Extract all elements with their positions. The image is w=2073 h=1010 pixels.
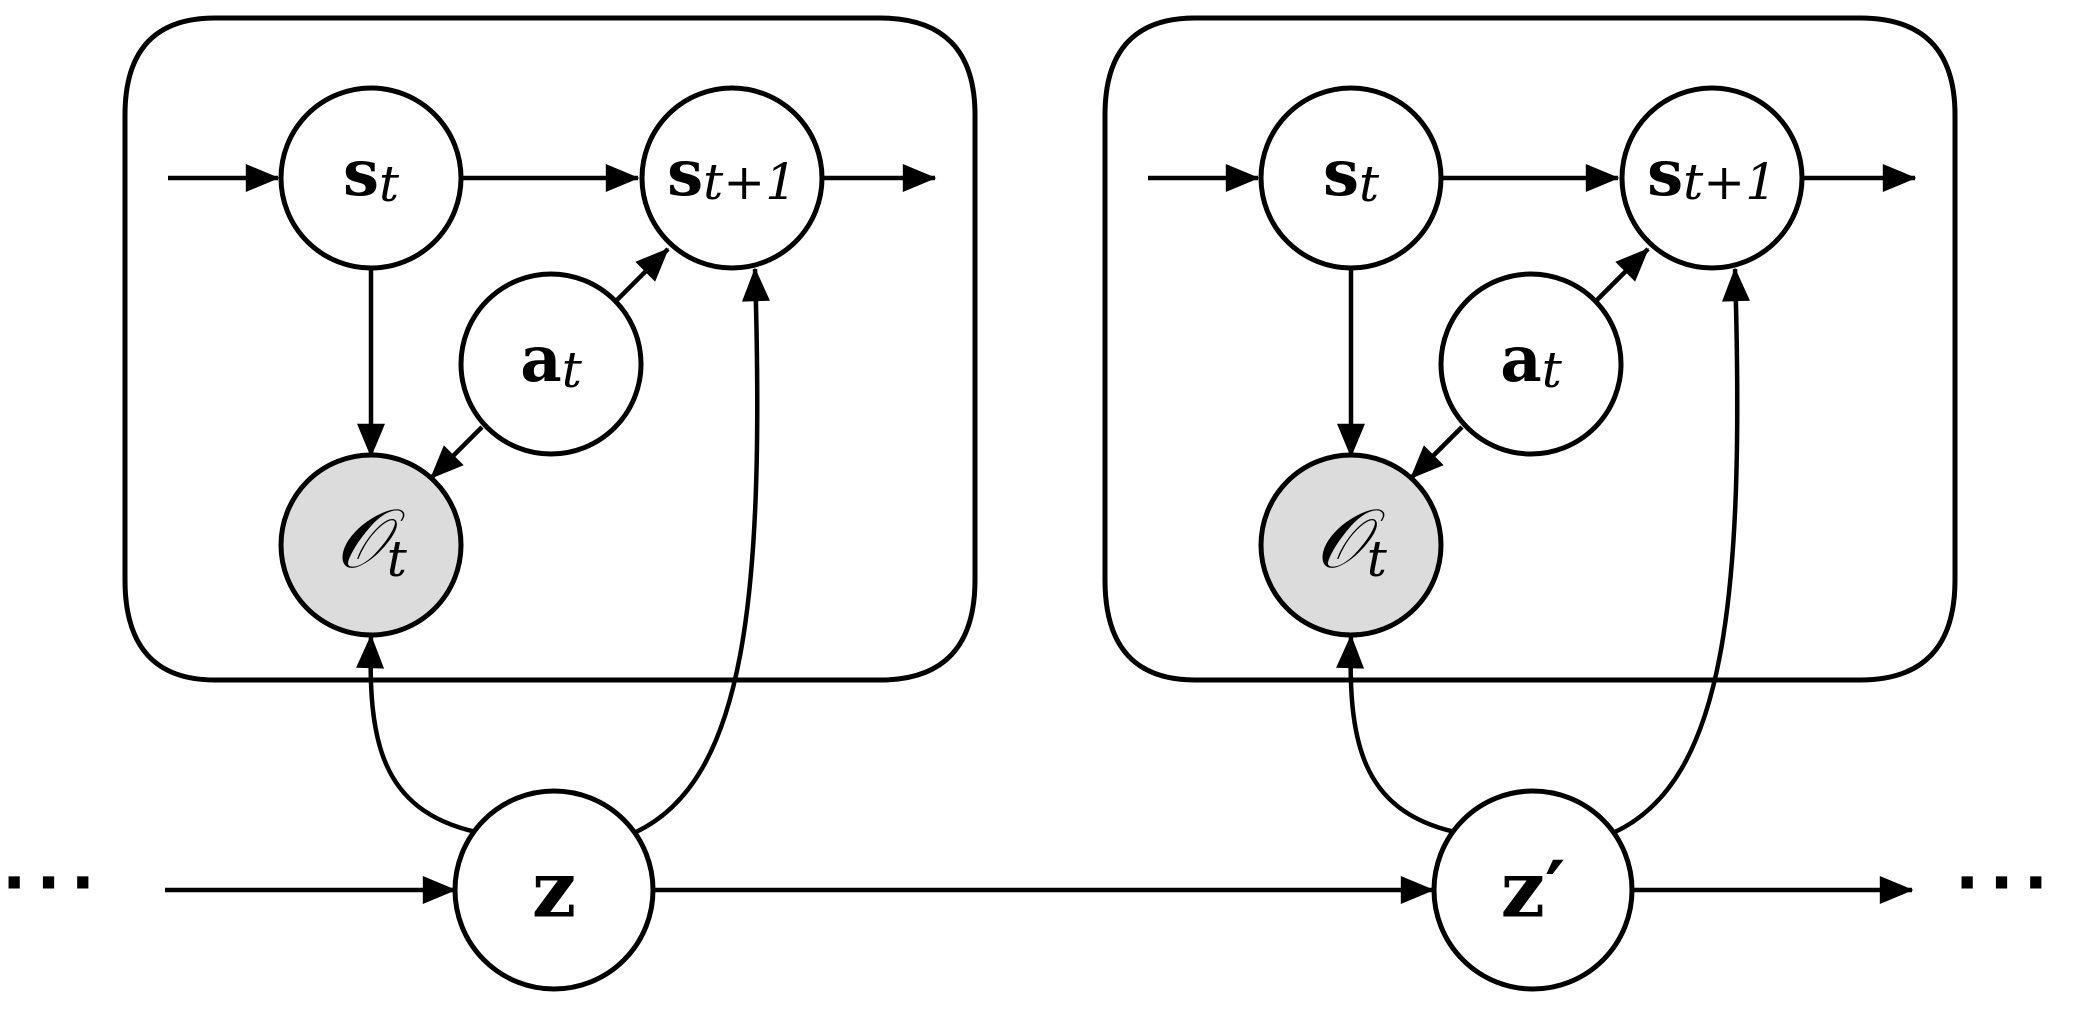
plate-1-border	[122, 15, 978, 683]
node-action-2: at	[1438, 271, 1624, 457]
edge-at-to-st1-1	[615, 247, 670, 302]
action-2-sub: t	[1542, 341, 1563, 399]
node-state-next-2-label: st+1	[1647, 136, 1777, 212]
plate-2-border	[1102, 15, 1958, 683]
edge-z-to-st1-1	[635, 267, 770, 835]
state-t-1-sub: t	[379, 155, 400, 213]
node-action-1-circle	[458, 271, 644, 457]
action-2-base: a	[1500, 322, 1541, 397]
node-state-t-2-circle	[1258, 85, 1444, 271]
edge-at-to-ot-1	[429, 425, 484, 480]
node-z-prime: z′	[1431, 788, 1635, 992]
node-action-2-label: at	[1500, 322, 1562, 400]
state-t-1-base: s	[343, 136, 379, 211]
node-state-t-1: st	[278, 85, 464, 271]
edge-zp-to-st1-2	[1614, 267, 1750, 835]
node-action-1: at	[458, 271, 644, 457]
state-t-2-sub: t	[1359, 155, 1380, 213]
plate-2: st st+1 at 𝒪t	[1102, 15, 1958, 683]
state-next-2-sub: t+1	[1683, 153, 1777, 211]
node-state-t-2-label: st	[1323, 136, 1380, 214]
node-observation-2: 𝒪t	[1258, 452, 1444, 638]
node-z: z	[452, 788, 656, 992]
node-state-next-1-circle	[639, 85, 825, 271]
edge-at-to-ot-2	[1409, 425, 1464, 480]
node-z-prime-circle	[1431, 788, 1635, 992]
edge-at-to-st1-2	[1595, 247, 1650, 302]
edge-zp-to-ot-2	[1336, 634, 1456, 835]
node-observation-1: 𝒪t	[278, 452, 464, 638]
node-state-next-1-label: st+1	[667, 136, 797, 212]
state-next-2-base: s	[1647, 136, 1683, 211]
action-1-sub: t	[562, 341, 583, 399]
state-next-1-base: s	[667, 136, 703, 211]
node-action-1-label: at	[520, 322, 582, 400]
node-state-next-2-circle	[1619, 85, 1805, 271]
node-z-label: z	[532, 845, 576, 936]
ellipsis-left: ···	[2, 847, 105, 921]
state-next-1-sub: t+1	[703, 153, 797, 211]
edge-z-to-ot-1	[356, 634, 477, 835]
node-state-next-2: st+1	[1619, 85, 1805, 271]
node-state-t-1-label: st	[343, 136, 400, 214]
state-t-2-base: s	[1323, 136, 1359, 211]
node-z-circle	[452, 788, 656, 992]
node-state-next-1: st+1	[639, 85, 825, 271]
node-state-t-1-circle	[278, 85, 464, 271]
ellipsis-right: ···	[1955, 847, 2058, 921]
node-z-prime-label: z′	[1501, 845, 1566, 936]
node-state-t-2: st	[1258, 85, 1444, 271]
node-action-2-circle	[1438, 271, 1624, 457]
observation-1-sub: t	[387, 530, 408, 588]
observation-2-sub: t	[1367, 530, 1388, 588]
action-1-base: a	[520, 322, 561, 397]
plate-1: st st+1 at 𝒪t	[122, 15, 978, 683]
latent-chain: ··· ··· z z′	[2, 267, 2058, 992]
